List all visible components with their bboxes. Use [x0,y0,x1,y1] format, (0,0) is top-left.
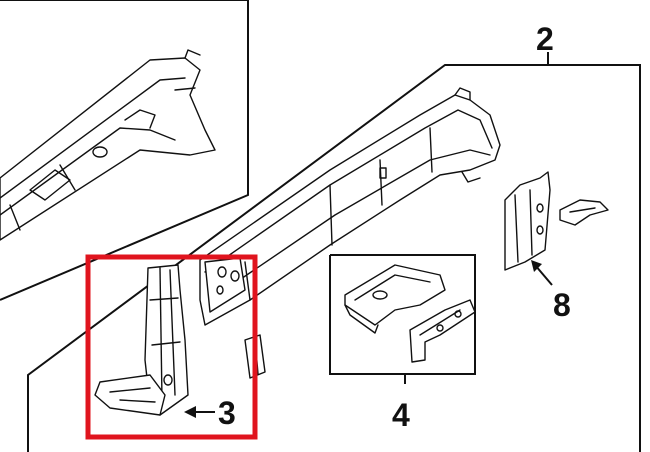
callout-4: 4 [392,397,410,433]
side-rail-assembly [199,87,501,379]
leader-arrows [184,260,553,418]
arrow-head-3 [184,406,196,418]
main-frame [27,52,641,452]
inset-detail [0,0,249,301]
callout-8: 8 [553,287,571,323]
arrow-head-8 [531,260,542,272]
callout-3: 3 [218,395,236,431]
part-8-bracket [504,171,609,271]
highlight-box [85,254,258,440]
callout-2: 2 [536,21,554,57]
part-3-bracket [94,264,189,416]
part-4-group [329,254,476,384]
